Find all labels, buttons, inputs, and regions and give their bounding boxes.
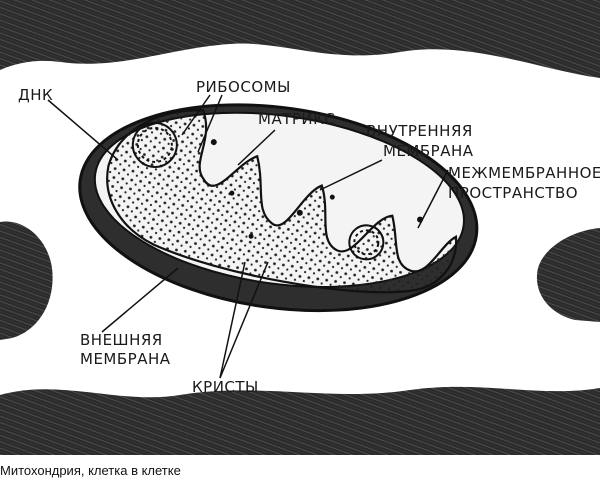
label-intermembrane-1: МЕЖМЕМБРАННОЕ	[448, 164, 600, 182]
bottom-dark-band	[0, 386, 600, 455]
pointer-lines	[47, 94, 449, 379]
label-ribosomes: РИБОСОМЫ	[196, 78, 291, 96]
label-inner-membrane-1: ВНУТРЕННЯЯ	[366, 122, 473, 140]
left-dark-blob	[0, 221, 53, 340]
mitochondrion	[78, 103, 479, 313]
right-dark-blob	[536, 228, 600, 322]
dna-loop	[131, 121, 385, 261]
label-outer-membrane-2: МЕМБРАНА	[80, 350, 171, 368]
figure-caption: Митохондрия, клетка в клетке	[0, 463, 181, 478]
top-dark-band	[0, 0, 600, 78]
label-dna: ДНК	[18, 86, 53, 104]
mitochondrion-illustration: ДНК РИБОСОМЫ МАТРИКС ВНУТРЕННЯЯ МЕМБРАНА…	[0, 0, 600, 455]
background-blobs	[0, 0, 600, 455]
label-inner-membrane-2: МЕМБРАНА	[383, 142, 474, 160]
label-cristae: КРИСТЫ	[192, 378, 259, 396]
label-matrix: МАТРИКС	[258, 110, 335, 128]
label-outer-membrane-1: ВНЕШНЯЯ	[80, 331, 163, 349]
ribosome-dots	[210, 139, 424, 239]
label-intermembrane-2: ПРОСТРАНСТВО	[448, 184, 578, 202]
